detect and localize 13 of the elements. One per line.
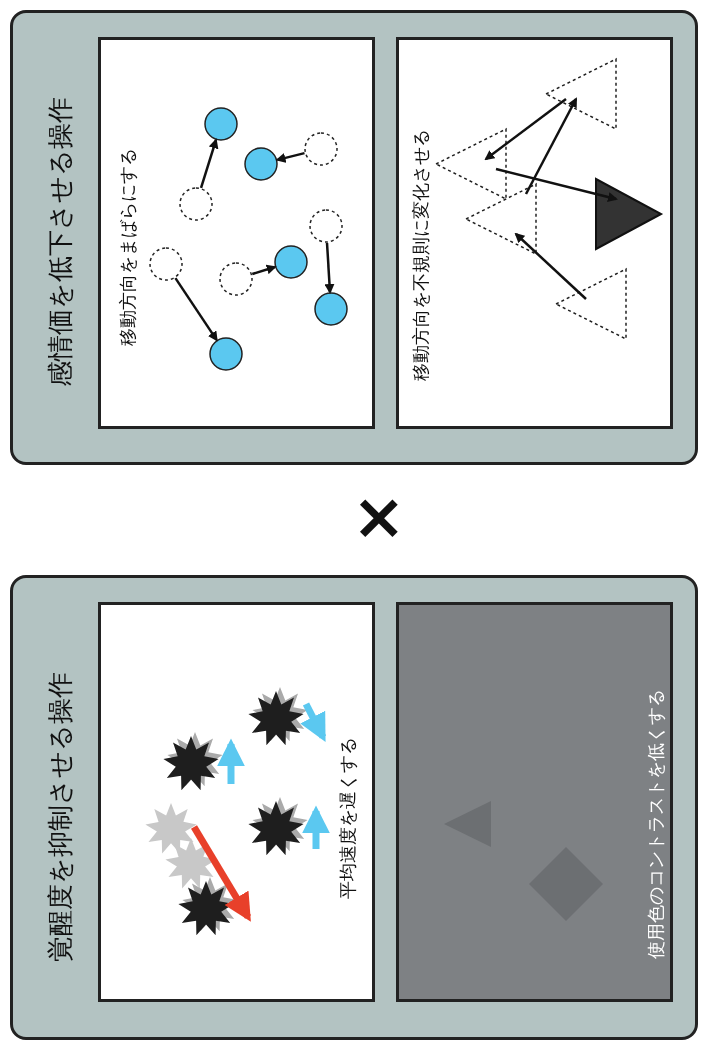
operation-panel: [10, 575, 698, 1040]
illustration-panel: [98, 37, 375, 429]
panel-caption: 移動方向をまばらにする: [116, 148, 139, 346]
panel-caption: 使用色のコントラストを低くする: [644, 689, 667, 959]
illustration-panel: [396, 37, 673, 429]
illustration-panel: [396, 602, 673, 1002]
panel-heading: 覚醒度を抑制させる操作: [44, 672, 76, 962]
illustration-panel: [98, 602, 375, 1002]
panel-caption: 移動方向を不規則に変化させる: [409, 129, 432, 381]
panel-heading: 感情価を低下させる操作: [44, 97, 76, 387]
multiply-sign: ×: [345, 491, 409, 545]
operation-panel: [10, 10, 698, 465]
panel-caption: 平均速度を遅くする: [336, 737, 359, 899]
